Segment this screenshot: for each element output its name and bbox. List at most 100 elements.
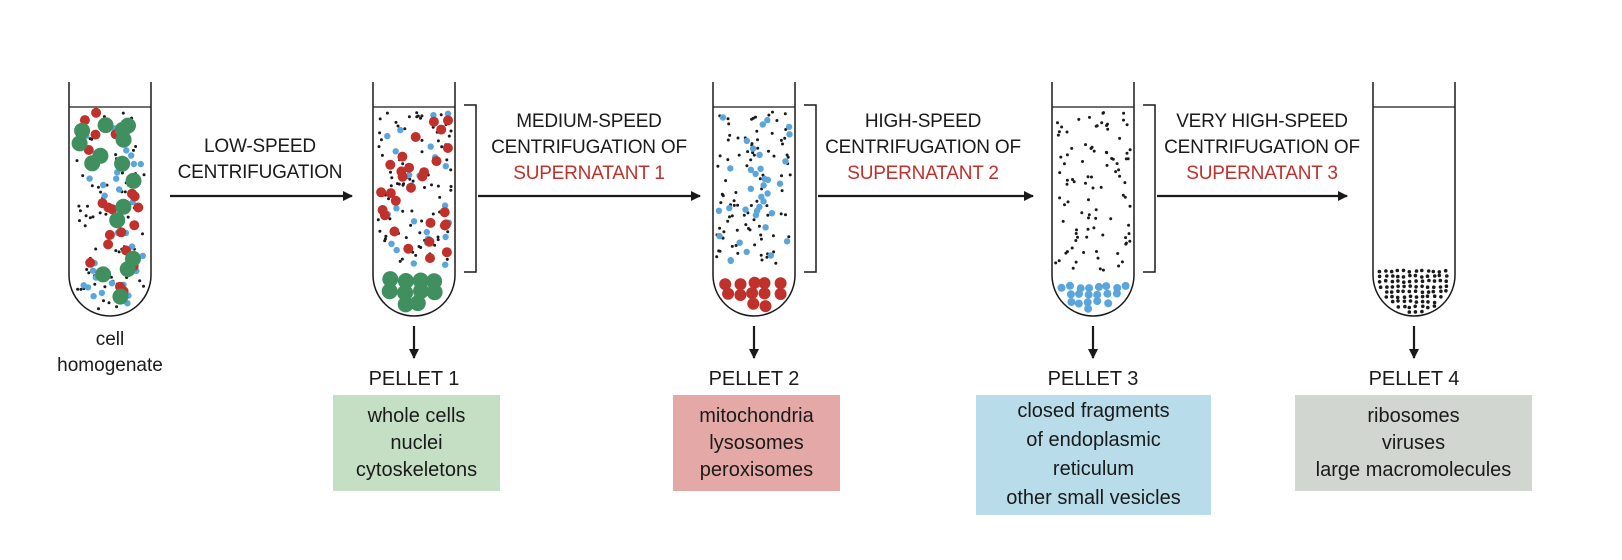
organelle-particle — [404, 162, 415, 173]
small-particle — [403, 127, 407, 131]
small-particle — [423, 186, 426, 189]
small-particle — [415, 111, 419, 115]
organelle-particle — [406, 182, 416, 193]
small-particle — [752, 218, 756, 222]
small-particle — [788, 173, 792, 177]
small-particle — [1056, 121, 1059, 125]
small-particle — [449, 185, 453, 188]
vesicle-particle — [727, 257, 734, 265]
small-particle — [726, 117, 730, 121]
small-particle — [1115, 162, 1119, 166]
vesicle-particle — [441, 202, 449, 209]
pellet-particle — [382, 271, 399, 288]
vesicle-particle — [762, 224, 769, 231]
small-particle — [1064, 251, 1068, 255]
small-particle — [414, 253, 418, 257]
organelle-particle — [397, 151, 408, 162]
small-particle — [1054, 261, 1058, 265]
vesicle-particle — [128, 152, 135, 159]
pellet-particle — [1420, 268, 1424, 273]
pellet-particle — [426, 273, 443, 290]
organelle-particle — [390, 195, 401, 206]
pellet-particle — [1383, 278, 1388, 283]
organelle-particle — [376, 187, 387, 198]
supernatant-bracket-3 — [1143, 104, 1156, 273]
small-particle — [103, 285, 107, 289]
small-particle — [1100, 121, 1104, 125]
pellet-particle — [1407, 305, 1412, 310]
small-particle — [389, 170, 392, 174]
pellet-particle — [1408, 284, 1412, 288]
small-particle — [1086, 175, 1090, 179]
small-particle — [750, 142, 754, 146]
small-particle — [376, 218, 380, 222]
small-particle — [387, 197, 390, 201]
small-particle — [1081, 160, 1084, 163]
small-particle — [1106, 127, 1110, 131]
vesicle-particle — [716, 232, 723, 240]
small-particle — [1092, 226, 1096, 230]
pellet-particle — [1390, 279, 1395, 284]
small-particle — [759, 253, 763, 257]
organelle-particle — [85, 257, 96, 268]
vesicle-particle — [410, 260, 417, 267]
small-particle — [718, 154, 722, 158]
pellet-particle — [1085, 284, 1094, 293]
small-particle — [1063, 203, 1066, 207]
small-particle — [734, 244, 738, 247]
pellet-particle — [397, 296, 414, 313]
small-particle — [1065, 130, 1069, 134]
pellet-particle — [1407, 310, 1412, 314]
pellet-particle — [1402, 295, 1407, 300]
pellet-particle — [1431, 289, 1436, 294]
small-particle — [1128, 204, 1132, 208]
pellet-particle — [397, 273, 414, 289]
pellet-particle — [1439, 295, 1443, 299]
pellet-particle — [1443, 268, 1448, 273]
pellet-particle — [1439, 289, 1443, 294]
small-particle — [1117, 168, 1121, 172]
vesicle-particle — [393, 246, 400, 254]
vesicle-particle — [786, 131, 793, 138]
small-particle — [102, 299, 105, 303]
pellet-particle — [1408, 294, 1413, 299]
organelle-particle — [410, 132, 421, 142]
pellet-particle — [1084, 290, 1093, 299]
vesicle-particle — [767, 252, 774, 259]
pellet-particle — [1438, 285, 1443, 289]
vesicle-particle — [742, 206, 749, 213]
pellet-title-2: PELLET 2 — [708, 368, 800, 390]
small-particle — [79, 287, 83, 291]
small-particle — [1111, 157, 1115, 161]
small-particle — [728, 133, 732, 137]
small-particle — [755, 129, 759, 133]
small-particle — [1122, 118, 1125, 122]
small-particle — [1102, 111, 1105, 115]
small-particle — [1105, 151, 1109, 155]
step-label-1: LOW-SPEED CENTRIFUGATION — [177, 136, 343, 183]
small-particle — [96, 185, 100, 189]
pellet-particle — [1057, 283, 1066, 292]
small-particle — [1088, 115, 1091, 119]
vesicle-particle — [747, 166, 755, 173]
small-particle — [439, 113, 443, 117]
vesicle-particle — [384, 132, 391, 140]
small-particle — [754, 115, 757, 119]
small-particle — [722, 230, 726, 234]
small-particle — [98, 211, 102, 215]
vesicle-particle — [130, 160, 138, 168]
small-particle — [416, 114, 420, 118]
small-particle — [142, 284, 145, 288]
small-particle — [744, 223, 748, 227]
step-label-4: VERY HIGH-SPEED CENTRIFUGATION OF SUPERN… — [1152, 109, 1372, 187]
small-particle — [395, 182, 399, 186]
pellet-particle — [1425, 285, 1430, 290]
small-particle — [88, 216, 92, 220]
organelle-particle — [439, 220, 450, 231]
pellet-particle — [1389, 290, 1394, 294]
small-particle — [77, 204, 81, 208]
nucleus-particle — [74, 122, 91, 139]
pellet-particle — [1425, 274, 1430, 279]
organelle-particle — [104, 229, 115, 240]
small-particle — [420, 138, 424, 142]
